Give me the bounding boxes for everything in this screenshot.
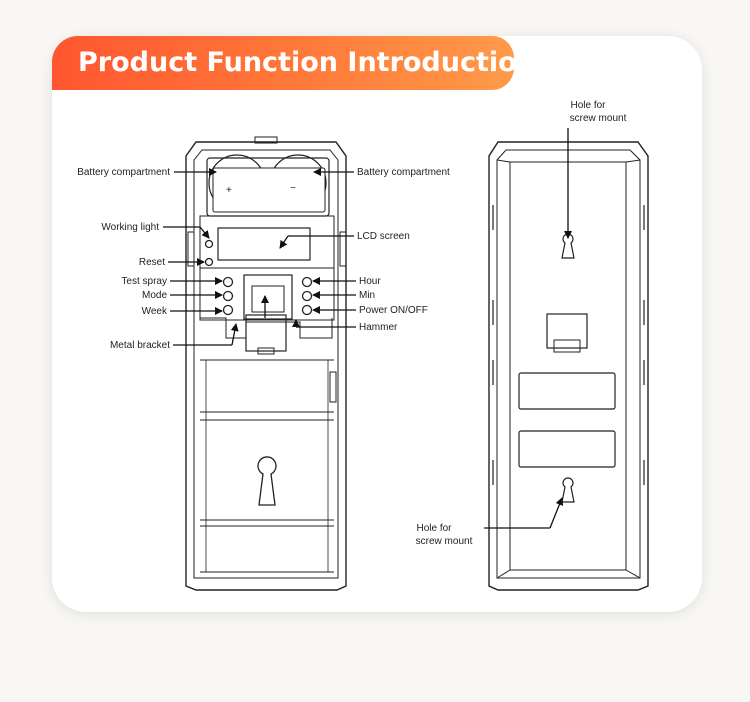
week-label: Week xyxy=(142,306,168,317)
power-label: Power ON/OFF xyxy=(359,305,428,316)
front-view-device xyxy=(185,136,347,591)
lcd-screen-label: LCD screen xyxy=(357,231,410,242)
hour-button xyxy=(301,276,313,288)
week-button xyxy=(222,304,234,316)
test-spray-label: Test spray xyxy=(121,276,167,287)
battery-compartment-right-label: Battery compartment xyxy=(357,167,450,178)
test-spray-button xyxy=(222,276,234,288)
hole-top-label-line1: Hole for xyxy=(570,100,606,111)
section-title-banner: Product Function Introduction xyxy=(52,36,536,90)
reset-button xyxy=(204,257,214,267)
working-light-led xyxy=(204,239,214,249)
content-card xyxy=(52,36,702,612)
battery-minus-symbol: − xyxy=(290,183,296,194)
back-leader-lines xyxy=(484,128,572,529)
mode-label: Mode xyxy=(142,290,167,301)
back-view-device xyxy=(488,141,649,591)
hole-top-label-line2: screw mount xyxy=(570,113,627,124)
hammer-label: Hammer xyxy=(359,322,398,333)
mode-button xyxy=(222,290,234,302)
hole-bottom-label-line1: Hole for xyxy=(416,523,452,534)
reset-label: Reset xyxy=(139,257,165,268)
power-button xyxy=(301,304,313,316)
battery-compartment-left-label: Battery compartment xyxy=(77,167,170,178)
front-leader-lines xyxy=(163,168,356,346)
min-label: Min xyxy=(359,290,375,301)
working-light-label: Working light xyxy=(101,222,159,233)
min-button xyxy=(301,290,313,302)
battery-plus-symbol: + xyxy=(226,185,232,196)
hour-label: Hour xyxy=(359,276,381,287)
front-controls xyxy=(204,239,313,316)
hole-bottom-label-line2: screw mount xyxy=(416,536,473,547)
metal-bracket-label: Metal bracket xyxy=(110,340,170,351)
